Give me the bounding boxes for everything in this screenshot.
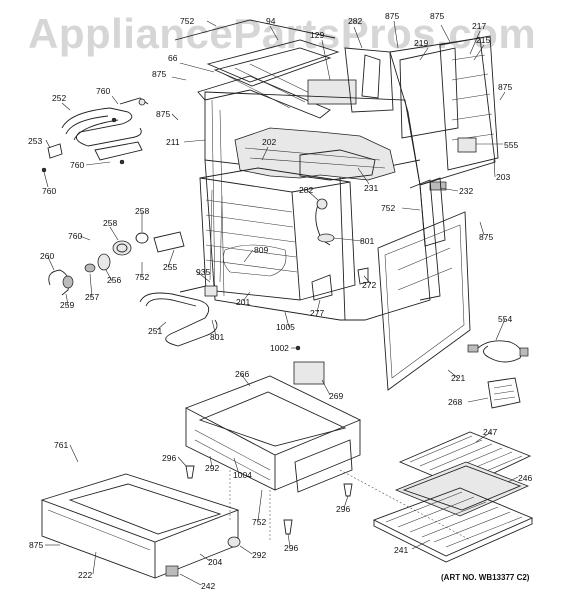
callout-242: 242 xyxy=(201,581,215,591)
callout-258: 258 xyxy=(135,206,149,216)
callout-760: 760 xyxy=(42,186,56,196)
callout-201: 201 xyxy=(236,297,250,307)
callout-801: 801 xyxy=(210,332,224,342)
broil-element xyxy=(61,97,149,161)
drawer-roller xyxy=(227,536,241,548)
callout-292: 292 xyxy=(252,550,266,560)
callout-875: 875 xyxy=(156,109,170,119)
callout-241: 241 xyxy=(394,545,408,555)
callout-258: 258 xyxy=(103,218,117,228)
callout-66: 66 xyxy=(168,53,178,63)
callout-760: 760 xyxy=(70,160,84,170)
callout-255: 255 xyxy=(163,262,177,272)
callout-761: 761 xyxy=(54,440,68,450)
callout-268: 268 xyxy=(448,397,462,407)
power-cord xyxy=(467,340,529,363)
callout-247: 247 xyxy=(483,427,497,437)
callout-221: 221 xyxy=(451,373,465,383)
callout-296: 296 xyxy=(284,543,298,553)
callout-232: 232 xyxy=(459,186,473,196)
callout-272: 272 xyxy=(362,280,376,290)
terminal-block xyxy=(457,137,477,153)
callout-875: 875 xyxy=(430,11,444,21)
drawer-glide xyxy=(165,565,179,577)
callout-215: 215 xyxy=(476,35,490,45)
callout-246: 246 xyxy=(518,473,532,483)
callout-202: 202 xyxy=(262,137,276,147)
lower-bracket xyxy=(311,274,333,301)
temperature-control-parts xyxy=(48,231,185,296)
hinge-receiver xyxy=(357,267,369,285)
callout-296: 296 xyxy=(336,504,350,514)
oven-top-insulation xyxy=(234,127,396,181)
callout-760: 760 xyxy=(96,86,110,96)
callout-219: 219 xyxy=(414,38,428,48)
broiler-pan-and-rack xyxy=(372,431,534,563)
callout-251: 251 xyxy=(148,326,162,336)
callout-801: 801 xyxy=(360,236,374,246)
callout-752: 752 xyxy=(252,517,266,527)
callout-292: 292 xyxy=(205,463,219,473)
callout-211: 211 xyxy=(166,137,180,147)
callout-935: 935 xyxy=(196,267,210,277)
side-panel-bracket xyxy=(419,177,446,247)
callout-760: 760 xyxy=(68,231,82,241)
callout-222: 222 xyxy=(78,570,92,580)
side-panel xyxy=(377,211,471,391)
callout-labels: 752 94 282 875 875 217 219 129 215 66 87… xyxy=(28,11,532,591)
callout-256: 256 xyxy=(107,275,121,285)
callout-1005: 1005 xyxy=(276,322,295,332)
oven-sensor xyxy=(315,198,335,246)
callout-204: 204 xyxy=(208,557,222,567)
callout-282: 282 xyxy=(348,16,362,26)
callout-282: 282 xyxy=(299,185,313,195)
lower-chassis xyxy=(184,375,471,541)
callout-129: 129 xyxy=(310,30,324,40)
art-number: (ART NO. WB13377 C2) xyxy=(441,573,530,582)
callout-752: 752 xyxy=(381,203,395,213)
callout-231: 231 xyxy=(364,183,378,193)
leveling-legs xyxy=(185,465,353,535)
bake-element xyxy=(139,285,218,347)
callout-1002: 1002 xyxy=(270,343,289,353)
callout-875: 875 xyxy=(498,82,512,92)
callout-253: 253 xyxy=(28,136,42,146)
callout-875: 875 xyxy=(152,69,166,79)
callout-555: 555 xyxy=(504,140,518,150)
leader-lines xyxy=(43,20,519,586)
callout-277: 277 xyxy=(310,308,324,318)
rear-duct xyxy=(344,47,459,139)
oven-cavity xyxy=(199,167,356,301)
callout-260: 260 xyxy=(40,251,54,261)
callout-809: 809 xyxy=(254,245,268,255)
callout-1004: 1004 xyxy=(233,470,252,480)
cord-clamp xyxy=(487,377,521,409)
callout-217: 217 xyxy=(472,21,486,31)
callout-554: 554 xyxy=(498,314,512,324)
callout-752: 752 xyxy=(135,272,149,282)
callout-94: 94 xyxy=(266,16,276,26)
callout-296: 296 xyxy=(162,453,176,463)
callout-875: 875 xyxy=(479,232,493,242)
callout-252: 252 xyxy=(52,93,66,103)
element-clip xyxy=(47,143,63,159)
callout-752: 752 xyxy=(180,16,194,26)
callout-875: 875 xyxy=(385,11,399,21)
oven-vent-plate xyxy=(307,79,357,105)
callout-259: 259 xyxy=(60,300,74,310)
callout-269: 269 xyxy=(329,391,343,401)
screw-760-group xyxy=(41,117,125,173)
callout-257: 257 xyxy=(85,292,99,302)
callout-203: 203 xyxy=(496,172,510,182)
callout-875: 875 xyxy=(29,540,43,550)
callout-266: 266 xyxy=(235,369,249,379)
vent-bracket xyxy=(293,361,325,385)
